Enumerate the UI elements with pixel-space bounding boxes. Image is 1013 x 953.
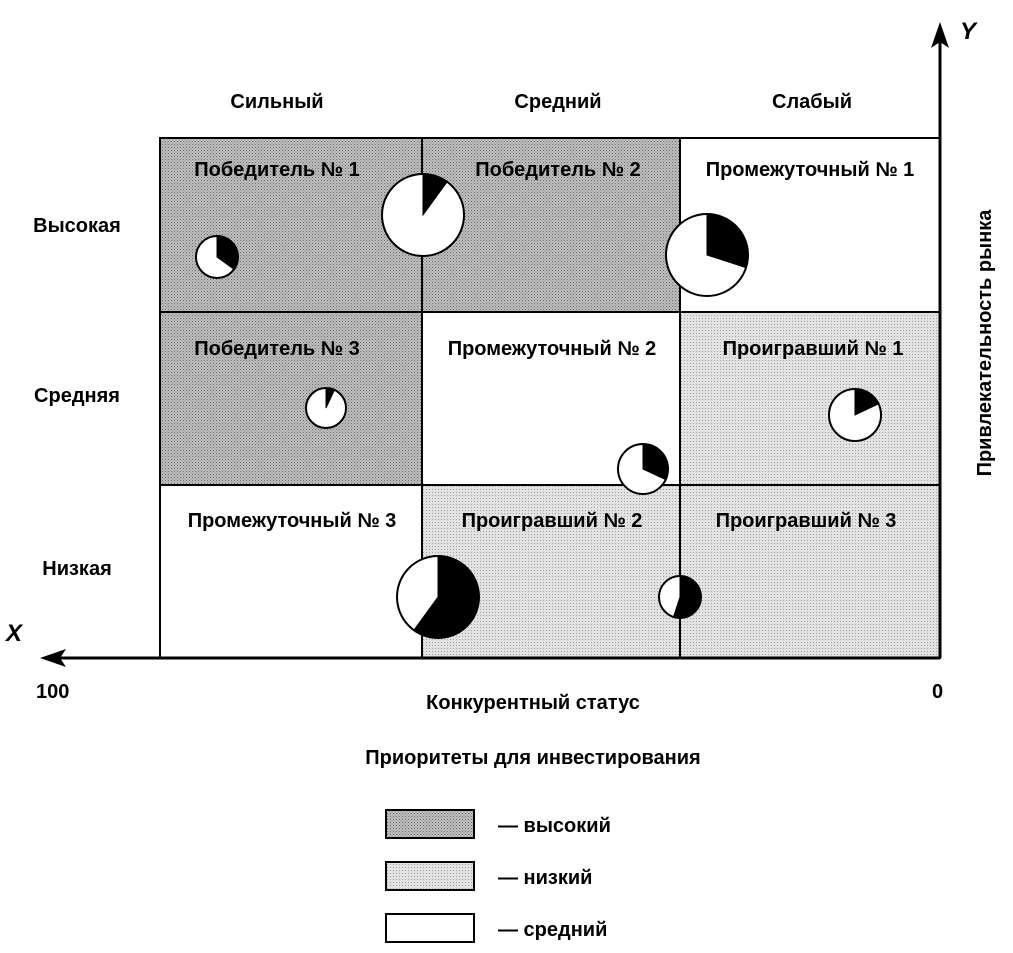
cell-label-r0-c2: Промежуточный № 1	[706, 159, 915, 181]
cell-label-r2-c0: Промежуточный № 3	[188, 510, 397, 532]
pie-winner1-large-slice	[422, 173, 448, 217]
legend-label-high: — высокий	[498, 815, 611, 837]
x-axis-left-value: 100	[36, 681, 69, 703]
pie-intermediate2-slice	[642, 443, 669, 481]
pie-loser3-slice	[672, 575, 702, 619]
cell-r0-c1	[421, 137, 681, 313]
pie-intermediate3	[396, 555, 480, 639]
pie-markers	[195, 173, 882, 639]
pie-winner3-slice	[325, 387, 336, 409]
x-axis-right-value: 0	[932, 681, 943, 703]
x-axis-title: Конкурентный статус	[426, 692, 640, 714]
pie-intermediate1	[665, 213, 749, 297]
legend-swatch-medium	[385, 913, 475, 943]
cell-label-r0-c0: Победитель № 1	[194, 159, 360, 181]
pie-winner1-small	[195, 235, 239, 279]
pie-intermediate3-slice	[413, 555, 480, 639]
column-header-strong: Сильный	[230, 91, 323, 113]
cell-label-r1-c0: Победитель № 3	[194, 338, 360, 360]
y-axis-arrow-icon	[931, 22, 949, 48]
row-header-high: Высокая	[33, 215, 121, 237]
pie-winner1-large	[381, 173, 465, 257]
y-axis-title: Привлекательность рынка	[974, 209, 996, 477]
pie-winner1-small-slice	[216, 235, 239, 271]
x-axis-letter: X	[4, 620, 24, 647]
pie-loser1-slice	[854, 388, 880, 416]
y-axis-letter: Y	[960, 18, 978, 45]
matrix-grid	[159, 137, 941, 659]
cell-r0-c0	[159, 137, 423, 313]
cell-label-r1-c1: Промежуточный № 2	[448, 338, 657, 360]
pie-intermediate1-slice	[706, 213, 749, 269]
pie-loser1	[828, 388, 882, 442]
legend-title: Приоритеты для инвестирования	[365, 747, 700, 769]
cell-label-r2-c1: Проигравший № 2	[462, 510, 643, 532]
cell-label-r1-c2: Проигравший № 1	[723, 338, 904, 360]
legend-swatch-high	[385, 809, 475, 839]
cell-r1-c0	[159, 311, 423, 486]
legend-label-low: — низкий	[498, 867, 592, 889]
pie-loser3	[658, 575, 702, 619]
legend: Приоритеты для инвестирования — высокий …	[365, 747, 701, 943]
pie-winner3	[305, 387, 347, 429]
column-header-medium: Средний	[514, 91, 601, 113]
row-header-low: Низкая	[42, 558, 111, 580]
cell-label-r2-c2: Проигравший № 3	[716, 510, 897, 532]
legend-swatch-low	[385, 861, 475, 891]
cell-labels: Победитель № 1 Победитель № 2 Промежуточ…	[188, 159, 915, 532]
axes: X Y 100 0 Конкурентный статус Привлекате…	[4, 18, 996, 714]
column-headers: Сильный Средний Слабый	[230, 91, 852, 113]
pie-intermediate2	[617, 443, 669, 495]
row-headers: Высокая Средняя Низкая	[33, 215, 121, 580]
column-header-weak: Слабый	[772, 91, 852, 113]
row-header-medium: Средняя	[34, 385, 120, 407]
legend-label-medium: — средний	[498, 919, 607, 941]
cell-r1-c2	[679, 311, 941, 486]
cell-label-r0-c1: Победитель № 2	[475, 159, 641, 181]
x-axis-arrow-icon	[40, 649, 66, 667]
